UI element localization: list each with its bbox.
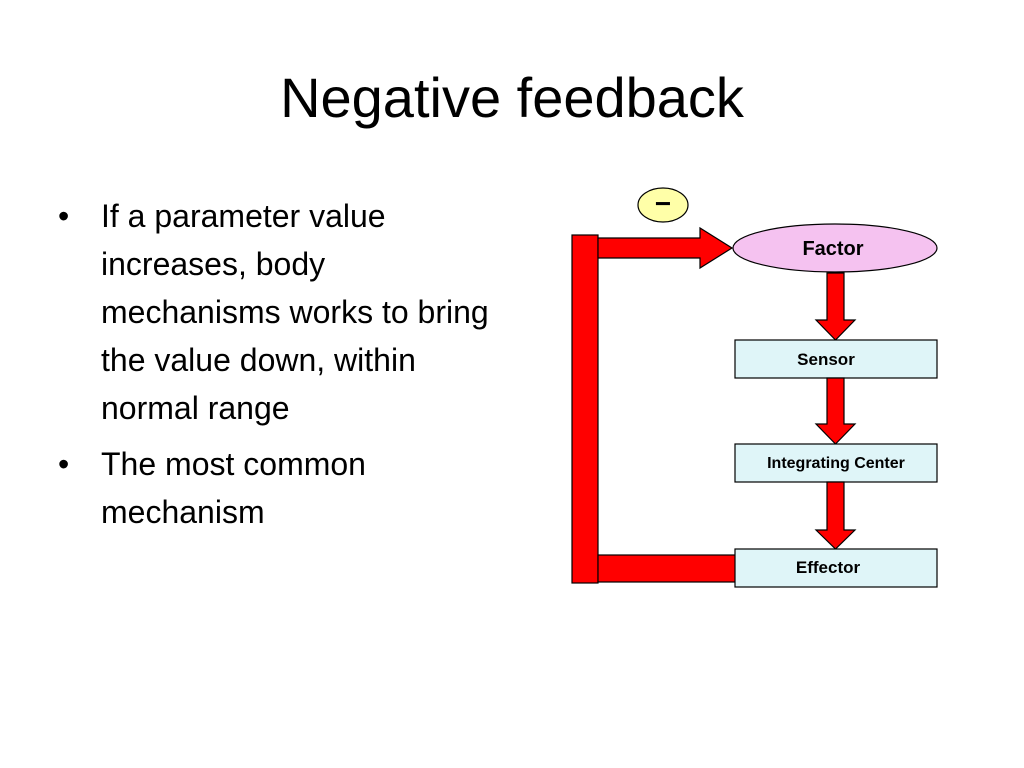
bullet-marker: • — [58, 446, 70, 482]
effector-label: Effector — [796, 558, 861, 577]
minus-sign: − — [655, 188, 671, 219]
integrating-center-label: Integrating Center — [767, 455, 905, 472]
factor-node — [732, 223, 938, 273]
negative-feedback-diagram: − Factor Sensor Integrating Center Effec… — [571, 187, 938, 588]
bullet-item: • The most common mechanism — [58, 440, 508, 536]
integrating-center-node — [734, 443, 938, 483]
bullet-marker: • — [58, 198, 70, 234]
bullet-text: If a parameter value increases, body mec… — [101, 198, 489, 426]
factor-label: Factor — [802, 238, 863, 260]
feedback-arrow-to-factor — [597, 226, 734, 270]
feedback-loop-bottom — [597, 554, 737, 583]
sensor-label: Sensor — [797, 350, 855, 369]
arrow-factor-to-sensor — [814, 272, 857, 341]
effector-node — [734, 548, 938, 588]
feedback-loop-vertical — [571, 234, 599, 584]
slide-title: Negative feedback — [280, 66, 744, 129]
bullet-text: The most common mechanism — [101, 446, 366, 530]
bullet-list: • If a parameter value increases, body m… — [58, 192, 508, 544]
arrow-integrating-center-to-effector — [814, 481, 857, 550]
minus-sign-badge — [637, 187, 689, 223]
arrow-sensor-to-integrating-center — [814, 377, 857, 445]
bullet-item: • If a parameter value increases, body m… — [58, 192, 508, 432]
